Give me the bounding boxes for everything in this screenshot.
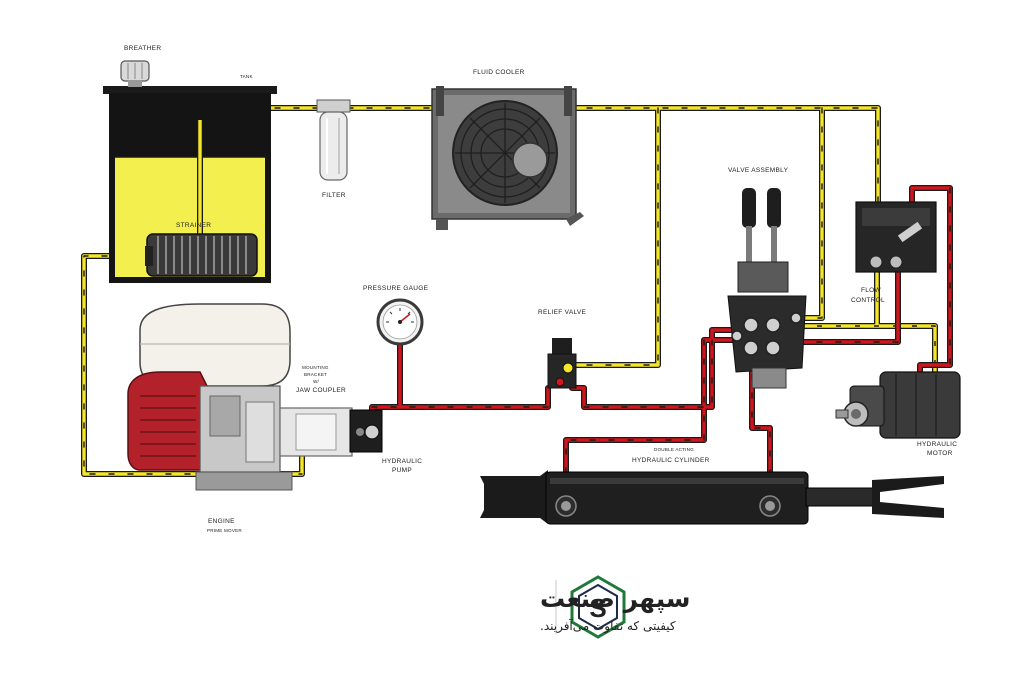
engine-sublabel: PRIME MOVER	[207, 528, 242, 533]
return-lines	[81, 105, 881, 477]
hydraulic-motor-label-2: MOTOR	[927, 450, 953, 457]
fluid-cooler	[431, 86, 584, 230]
engine	[127, 303, 353, 491]
motor-return-lines	[798, 270, 938, 372]
cylinder-label-1: DOUBLE ACTING	[654, 447, 694, 452]
relief-valve-label: RELIEF VALVE	[538, 309, 587, 316]
cylinder-label-2: HYDRAULIC CYLINDER	[632, 457, 710, 464]
mounting-label-4: JAW COUPLER	[296, 387, 346, 394]
mounting-label-1: MOUNTING	[302, 365, 329, 370]
engine-label: ENGINE	[208, 518, 235, 525]
strainer-label: STRAINER	[176, 222, 211, 229]
hydraulic-pump-label-2: PUMP	[392, 467, 412, 474]
mounting-label-3: W/	[313, 379, 320, 384]
mounting-label-2: BRACKET	[304, 372, 327, 377]
flow-control	[855, 201, 937, 273]
pressure-gauge-label: PRESSURE GAUGE	[363, 285, 429, 292]
hydraulic-pump	[349, 409, 383, 453]
hydraulic-cylinder	[480, 470, 944, 525]
brand-slogan: کیفیتی که تفاوت می‌آفریند.	[540, 618, 676, 634]
tank-label: TANK	[240, 74, 253, 79]
brand-logo: S	[570, 575, 626, 639]
breather-label: BREATHER	[124, 45, 161, 52]
hydraulic-motor-label-1: HYDRAULIC	[917, 441, 957, 448]
filter-label: FILTER	[322, 192, 346, 199]
brand-name: سپهر صنعت	[540, 584, 691, 614]
valve-assembly	[727, 188, 807, 389]
pressure-lines	[369, 185, 953, 508]
flow-control-label-1: FLOW	[861, 287, 882, 294]
filter	[316, 99, 351, 181]
hydraulic-pump-label-1: HYDRAULIC	[382, 458, 422, 465]
breather	[120, 60, 150, 87]
logo-letter: S	[589, 593, 606, 623]
fluid-cooler-label: FLUID COOLER	[473, 69, 525, 76]
strainer	[145, 233, 258, 277]
pressure-gauge	[376, 298, 424, 346]
hydraulic-motor	[835, 371, 961, 439]
valve-assembly-label: VALVE ASSEMBLY	[728, 167, 789, 174]
relief-valve	[547, 338, 577, 389]
flow-control-label-2: CONTROL	[851, 297, 885, 304]
